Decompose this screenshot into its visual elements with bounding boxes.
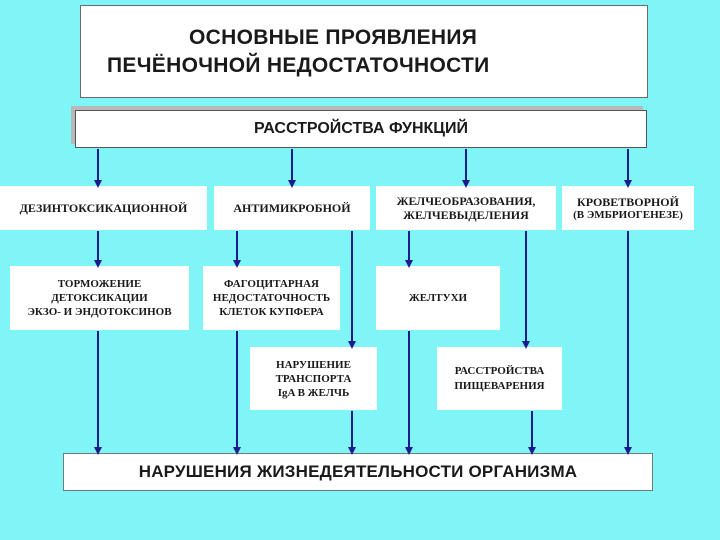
digestion-line-2: ПИЩЕВАРЕНИЯ bbox=[454, 379, 545, 392]
hematopoietic-function-line-1: КРОВЕТВОРНОЙ bbox=[577, 194, 679, 209]
phagocytic-line-3: КЛЕТОК КУПФЕРА bbox=[219, 306, 324, 318]
jaundice-box: ЖЕЛТУХИ bbox=[376, 266, 500, 330]
detox-inhibition-line-3: ЭКЗО- И ЭНДОТОКСИНОВ bbox=[27, 306, 172, 318]
phagocytic-insufficiency-box: ФАГОЦИТАРНАЯ НЕДОСТАТОЧНОСТЬ КЛЕТОК КУПФ… bbox=[203, 266, 340, 330]
detox-function-label: ДЕЗИНТОКСИКАЦИОННОЙ bbox=[19, 201, 188, 215]
diagram-title: ОСНОВНЫЕ ПРОЯВЛЕНИЯ ПЕЧЁНОЧНОЙ НЕДОСТАТО… bbox=[80, 5, 648, 98]
antimicrobial-function-label: АНТИМИКРОБНОЙ bbox=[233, 201, 351, 215]
detox-inhibition-line-2: ДЕТОКСИКАЦИИ bbox=[51, 292, 148, 304]
iga-transport-line-1: НАРУШЕНИЕ bbox=[276, 358, 351, 371]
vital-activity-disorder-box: НАРУШЕНИЯ ЖИЗНЕДЕЯТЕЛЬНОСТИ ОРГАНИЗМА bbox=[63, 453, 653, 491]
detox-function-box: ДЕЗИНТОКСИКАЦИОННОЙ bbox=[0, 186, 207, 230]
antimicrobial-function-box: АНТИМИКРОБНОЙ bbox=[214, 186, 370, 230]
hematopoietic-function-box: КРОВЕТВОРНОЙ (В ЭМБРИОГЕНЕЗЕ) bbox=[562, 186, 694, 230]
bile-function-box: ЖЕЛЧЕОБРАЗОВАНИЯ, ЖЕЛЧЕВЫДЕЛЕНИЯ bbox=[376, 186, 556, 230]
jaundice-label: ЖЕЛТУХИ bbox=[408, 292, 468, 304]
iga-transport-line-3: IgA В ЖЕЛЧЬ bbox=[277, 386, 350, 399]
functions-header-box: РАССТРОЙСТВА ФУНКЦИЙ bbox=[75, 110, 647, 148]
title-line-2: ПЕЧЁНОЧНОЙ НЕДОСТАТОЧНОСТИ bbox=[107, 53, 490, 77]
bile-function-line-2: ЖЕЛЧЕВЫДЕЛЕНИЯ bbox=[403, 208, 529, 222]
digestion-line-1: РАССТРОЙСТВА bbox=[454, 364, 545, 377]
phagocytic-line-2: НЕДОСТАТОЧНОСТЬ bbox=[212, 292, 331, 304]
detox-inhibition-box: ТОРМОЖЕНИЕ ДЕТОКСИКАЦИИ ЭКЗО- И ЭНДОТОКС… bbox=[10, 266, 189, 330]
result-label: НАРУШЕНИЯ ЖИЗНЕДЕЯТЕЛЬНОСТИ ОРГАНИЗМА bbox=[138, 462, 578, 481]
functions-header-label: РАССТРОЙСТВА ФУНКЦИЙ bbox=[253, 120, 468, 137]
title-line-1: ОСНОВНЫЕ ПРОЯВЛЕНИЯ bbox=[189, 25, 478, 49]
digestion-disorder-box: РАССТРОЙСТВА ПИЩЕВАРЕНИЯ bbox=[437, 347, 562, 410]
iga-transport-box: НАРУШЕНИЕ ТРАНСПОРТА IgA В ЖЕЛЧЬ bbox=[250, 347, 377, 410]
detox-inhibition-line-1: ТОРМОЖЕНИЕ bbox=[57, 278, 142, 290]
phagocytic-line-1: ФАГОЦИТАРНАЯ bbox=[224, 278, 319, 290]
bile-function-line-1: ЖЕЛЧЕОБРАЗОВАНИЯ, bbox=[396, 194, 536, 208]
hematopoietic-function-line-2: (В ЭМБРИОГЕНЕЗЕ) bbox=[573, 208, 683, 221]
iga-transport-line-2: ТРАНСПОРТА bbox=[275, 372, 352, 385]
